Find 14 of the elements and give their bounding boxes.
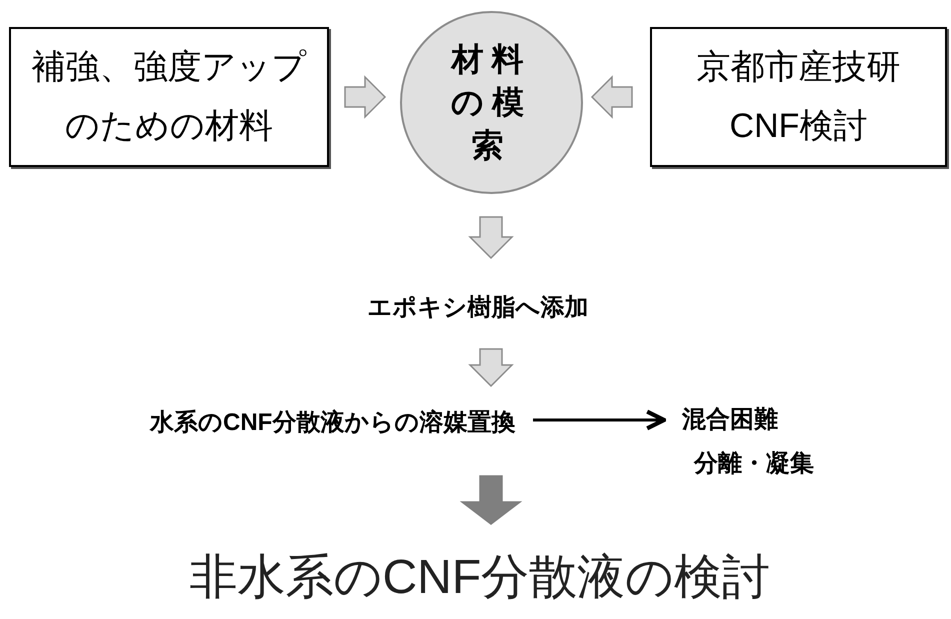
block-arrow <box>590 75 633 119</box>
arrow <box>533 410 666 430</box>
topic-circle: 材料の模索 <box>400 11 583 194</box>
block-arrow <box>468 348 514 388</box>
block-arrow <box>344 75 386 119</box>
block-arrow <box>468 216 514 260</box>
block-arrow <box>460 475 522 525</box>
result-text: 混合困難 <box>682 405 778 435</box>
step-text: 水系のCNF分散液からの溶媒置換 <box>150 408 516 438</box>
step-text: エポキシ樹脂へ添加 <box>368 293 588 323</box>
conclusion-text: 非水系のCNF分散液の検討 <box>190 550 770 606</box>
text-box: 京都市産技研CNF検討 <box>650 27 947 167</box>
result-text: 分離・凝集 <box>694 449 814 479</box>
text-box: 補強、強度アップのための材料 <box>9 27 329 167</box>
